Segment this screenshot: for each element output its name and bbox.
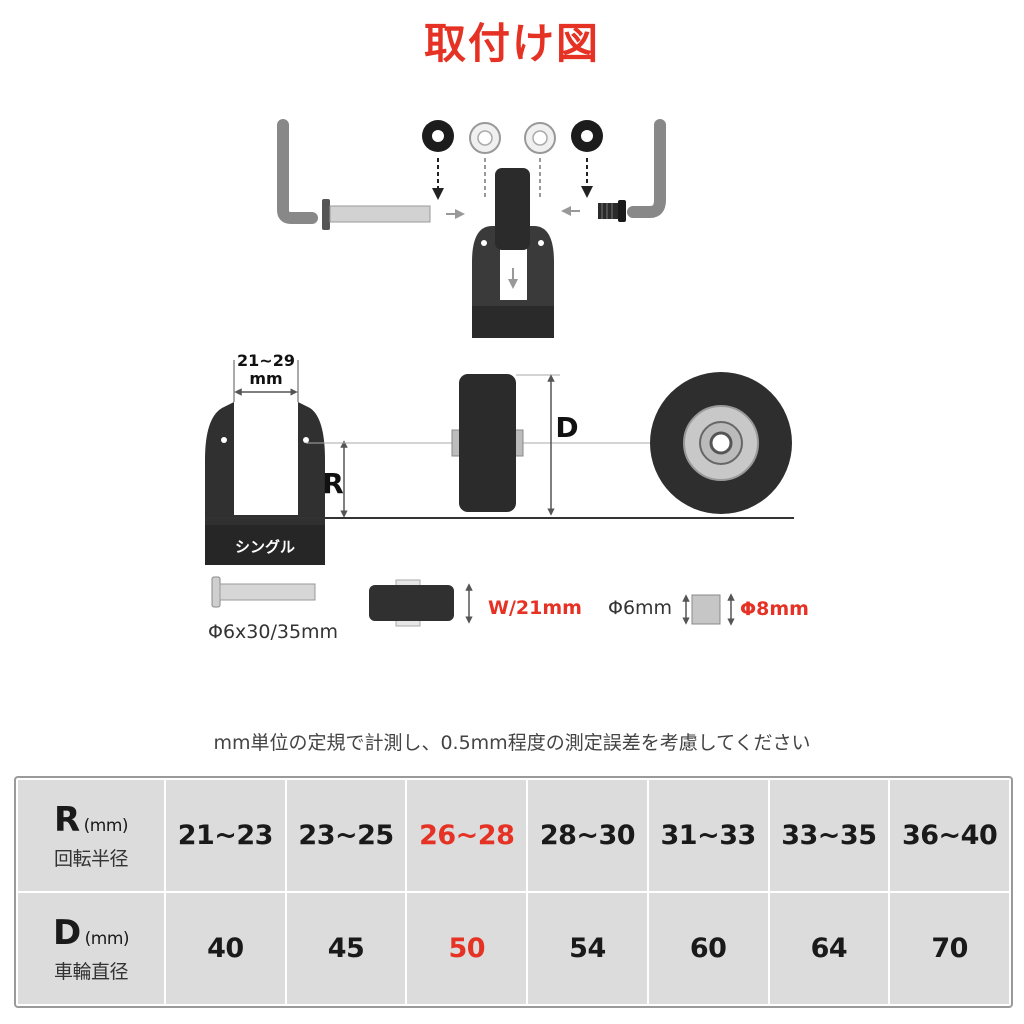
row-header-d-sub: 車輪直径: [53, 961, 129, 983]
table-cell: 31~33: [646, 778, 770, 893]
table-cell: 60: [646, 891, 770, 1006]
table-cell: 70: [888, 891, 1011, 1006]
width-label: W/21mm: [488, 597, 582, 619]
table-cell: 64: [767, 891, 891, 1006]
hex-key-left-icon: [277, 119, 318, 224]
washer-silver-left-icon: [469, 122, 501, 154]
table-cell: 33~35: [767, 778, 891, 893]
row-header-d: D(mm) 車輪直径: [16, 891, 166, 1006]
table-cell: 40: [164, 891, 287, 1006]
d-label: D: [555, 411, 578, 444]
table-cell: 45: [284, 891, 408, 1006]
table-cell: 23~25: [284, 778, 408, 893]
table-cell: 36~40: [888, 778, 1011, 893]
dimension-top-unit: mm: [249, 369, 282, 388]
bolt-label: Φ6x30/35mm: [208, 621, 338, 643]
table-cell: 54: [526, 891, 649, 1006]
row-header-r-symbol: R: [53, 800, 80, 840]
spacer-part-icon: [682, 593, 735, 626]
row-header-d-unit: (mm): [84, 929, 130, 949]
row-header-d-symbol: D: [52, 913, 81, 953]
washer-black-left-icon: [422, 120, 454, 152]
row-header-r-unit: (mm): [83, 816, 129, 836]
phi8-label: Φ8mm: [740, 598, 809, 620]
row-header-r-sub: 回転半径: [53, 848, 129, 870]
r-label: R: [322, 467, 344, 500]
axle-bolt-icon: [322, 199, 431, 230]
table-row-r: R(mm) 回転半径 21~23 23~25 26~28 28~30 31~33…: [16, 778, 1011, 893]
wheel-side-icon: [451, 374, 524, 512]
wheel-part-icon: [369, 579, 454, 627]
phi6-label: Φ6mm: [608, 597, 672, 619]
single-bracket-icon: [205, 402, 325, 565]
installation-diagram: シングル 21~29 mm R D Φ6x30/35mm W/21mm Φ6mm…: [205, 119, 809, 643]
table-cell-highlight: 26~28: [405, 778, 529, 893]
washer-black-right-icon: [571, 120, 603, 152]
table-row-d: D(mm) 車輪直径 40 45 50 54 60 64 70: [16, 891, 1011, 1006]
single-label: シングル: [235, 538, 295, 556]
table-cell-highlight: 50: [405, 891, 529, 1006]
size-table: R(mm) 回転半径 21~23 23~25 26~28 28~30 31~33…: [16, 778, 1011, 1006]
hex-key-right-icon: [627, 119, 666, 218]
screw-icon: [598, 200, 626, 222]
dimension-top-label: 21~29: [237, 351, 295, 370]
table-cell: 21~23: [164, 778, 287, 893]
page-title: 取付け図: [423, 20, 600, 67]
row-header-r: R(mm) 回転半径: [16, 778, 166, 893]
bolt-part-icon: [211, 576, 316, 608]
wheel-front-icon: [650, 372, 792, 514]
measurement-note: mm単位の定規で計測し、0.5mm程度の測定誤差を考慮してください: [213, 732, 811, 754]
table-cell: 28~30: [526, 778, 649, 893]
washer-silver-right-icon: [524, 122, 556, 154]
caster-bracket-icon: [472, 168, 554, 338]
